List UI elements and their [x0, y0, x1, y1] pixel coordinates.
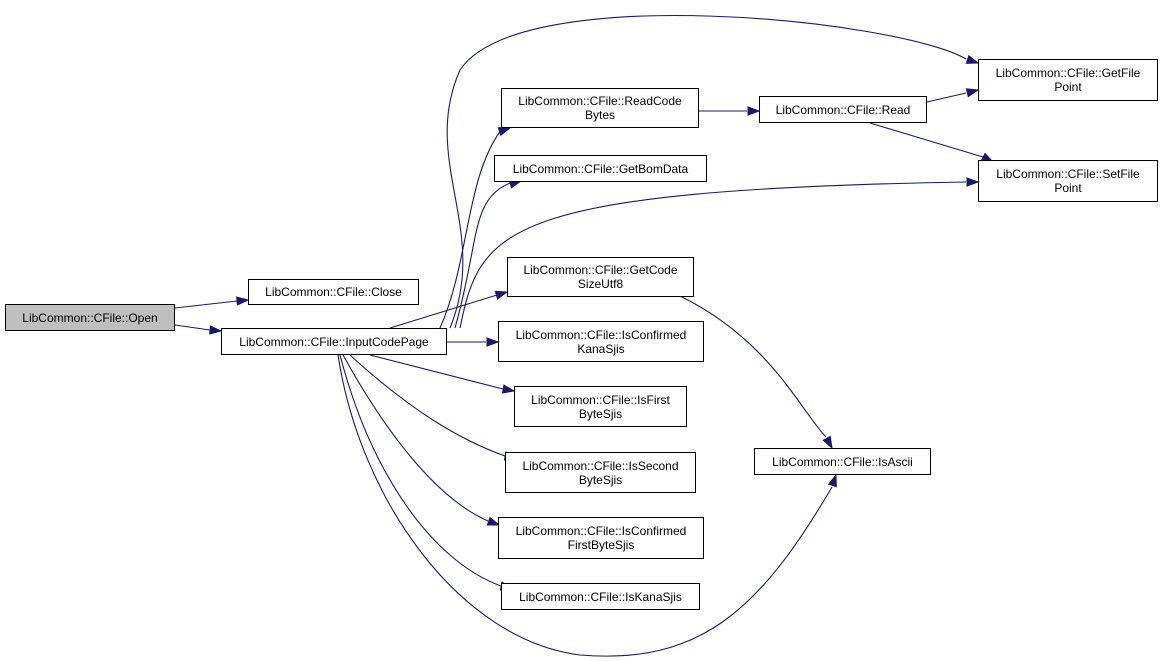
node-set-file-point-line1: LibCommon::CFile::SetFile	[996, 167, 1140, 181]
node-is-kana-sjis[interactable]: LibCommon::CFile::IsKanaSjis	[501, 583, 700, 610]
node-read-label: LibCommon::CFile::Read	[775, 102, 911, 117]
node-get-bom-data-label: LibCommon::CFile::GetBomData	[512, 161, 689, 176]
edge-input-getfile-arrowhead	[965, 54, 980, 64]
node-is-second-byte-sjis-line2: ByteSjis	[578, 472, 623, 487]
node-is-confirmed-first-byte-sjis-line2: FirstByteSjis	[567, 538, 635, 552]
edge-input-confirmedfirst-arrowhead	[486, 516, 501, 526]
node-close-label: LibCommon::CFile::Close	[265, 285, 402, 299]
node-get-code-size-utf8-line2: SizeUtf8	[577, 277, 624, 291]
edge-open-close-arrowhead	[236, 296, 250, 306]
node-is-confirmed-kana-sjis-line1: LibCommon::CFile::IsConfirmed	[515, 327, 687, 342]
edge-input-ascii-arrowhead	[827, 473, 837, 488]
node-get-bom-data[interactable]: LibCommon::CFile::GetBomData	[494, 155, 707, 182]
edge-input-getfile	[446, 15, 967, 329]
node-is-confirmed-kana-sjis-line2: KanaSjis	[577, 341, 625, 356]
edge-input-setfile-arrowhead	[966, 177, 980, 187]
edge-open-close	[174, 300, 238, 309]
edge-open-input	[174, 324, 211, 331]
edge-input-first-arrowhead	[501, 384, 516, 394]
node-get-file-point-line2: Point	[1054, 80, 1082, 94]
node-read[interactable]: LibCommon::CFile::Read	[759, 96, 927, 123]
node-is-confirmed-first-byte-sjis[interactable]: LibCommon::CFile::IsConfirmed FirstByteS…	[498, 517, 704, 559]
edge-input-bom	[454, 182, 511, 329]
edge-readcode-read-arrowhead	[747, 106, 761, 116]
edge-open-input-arrowhead	[209, 325, 223, 335]
node-is-second-byte-sjis-line1: LibCommon::CFile::IsSecond	[522, 458, 679, 473]
node-open: LibCommon::CFile::Open	[5, 304, 175, 331]
node-is-confirmed-first-byte-sjis-line1: LibCommon::CFile::IsConfirmed	[515, 524, 687, 538]
node-get-file-point-line1: LibCommon::CFile::GetFile	[995, 66, 1141, 80]
node-close[interactable]: LibCommon::CFile::Close	[248, 279, 419, 305]
edge-read-getfile-arrowhead	[965, 88, 980, 98]
node-is-ascii-label: LibCommon::CFile::IsAscii	[772, 454, 913, 469]
edge-input-confirmedfirst	[342, 354, 489, 522]
edge-read-getfile	[926, 92, 967, 103]
edge-read-setfile	[869, 122, 984, 158]
node-is-kana-sjis-label: LibCommon::CFile::IsKanaSjis	[519, 589, 682, 604]
node-get-code-size-utf8-line1: LibCommon::CFile::GetCode	[523, 263, 678, 277]
edge-input-codesize-arrowhead	[494, 290, 509, 300]
edge-input-setfile	[459, 181, 967, 329]
edge-input-first	[369, 354, 504, 390]
edge-input-ascii	[337, 354, 833, 657]
node-get-file-point[interactable]: LibCommon::CFile::GetFile Point	[978, 59, 1158, 101]
edge-input-readcode	[439, 129, 502, 329]
node-get-code-size-utf8[interactable]: LibCommon::CFile::GetCode SizeUtf8	[507, 257, 694, 297]
node-is-first-byte-sjis-line1: LibCommon::CFile::IsFirst	[531, 392, 670, 407]
edge-input-codesize	[389, 294, 498, 329]
edge-input-kana-arrowhead	[486, 337, 500, 347]
node-is-second-byte-sjis[interactable]: LibCommon::CFile::IsSecond ByteSjis	[505, 452, 696, 493]
edge-input-readcode-arrowhead	[497, 127, 512, 137]
node-read-code-bytes-line1: LibCommon::CFile::ReadCode	[518, 94, 682, 108]
node-is-confirmed-kana-sjis[interactable]: LibCommon::CFile::IsConfirmed KanaSjis	[498, 321, 704, 362]
node-open-label: LibCommon::CFile::Open	[22, 310, 158, 325]
node-input-code-page-label: LibCommon::CFile::InputCodePage	[239, 334, 429, 349]
edge-codesize-ascii	[679, 295, 827, 438]
node-is-first-byte-sjis-line2: ByteSjis	[578, 406, 623, 421]
node-input-code-page[interactable]: LibCommon::CFile::InputCodePage	[221, 328, 447, 355]
node-set-file-point-line2: Point	[1054, 181, 1082, 195]
node-is-ascii[interactable]: LibCommon::CFile::IsAscii	[754, 448, 931, 475]
edge-codesize-ascii-arrowhead	[822, 435, 833, 450]
node-set-file-point[interactable]: LibCommon::CFile::SetFile Point	[978, 160, 1158, 202]
edge-input-iskana	[339, 354, 502, 587]
node-read-code-bytes[interactable]: LibCommon::CFile::ReadCode Bytes	[501, 88, 699, 128]
node-read-code-bytes-line2: Bytes	[584, 108, 615, 122]
edge-input-second	[349, 354, 506, 457]
node-is-first-byte-sjis[interactable]: LibCommon::CFile::IsFirst ByteSjis	[514, 386, 687, 427]
